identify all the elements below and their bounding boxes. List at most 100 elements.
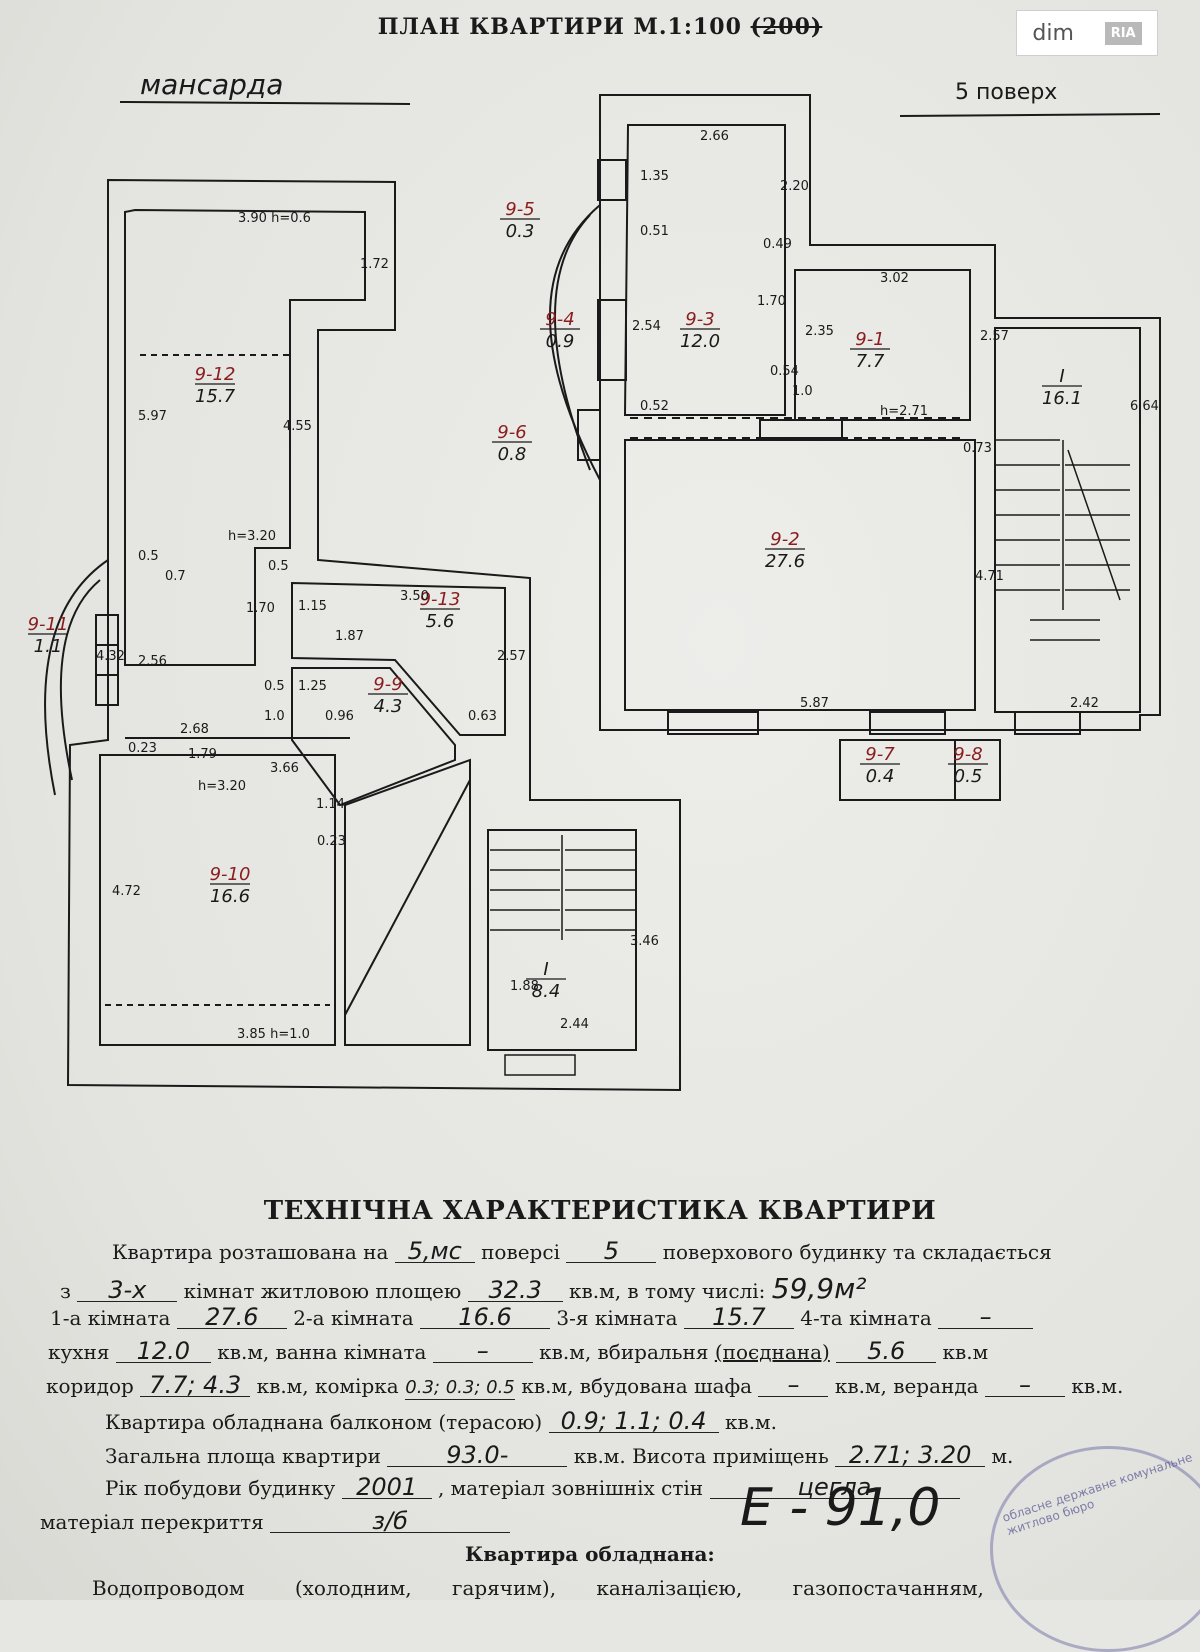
dimension-25: 0.7 (165, 569, 186, 584)
living-area-note: 59,9м² (771, 1272, 867, 1305)
room-id-14: I (543, 959, 548, 980)
dimension-50: 2.56 (138, 654, 167, 669)
dimria-logo[interactable]: dim RIA (1016, 10, 1158, 56)
dimension-46: 1.88 (510, 979, 539, 994)
wall-material-value: цегла (709, 1475, 960, 1499)
handwritten-signature: Е - 91,0 (740, 1478, 941, 1538)
room-area-3: 0.9 (546, 331, 575, 352)
dimension-20: 1.72 (360, 257, 389, 272)
dimension-21: 5.97 (138, 409, 167, 424)
tech-line-2: з 3-х кімнат житловою площею 32.3 кв.м, … (60, 1272, 867, 1305)
dimension-33: 0.5 (264, 679, 285, 694)
dimension-9: 2.35 (805, 324, 834, 339)
dimension-15: 6.64 (1130, 399, 1159, 414)
room-area-5: 0.8 (498, 444, 527, 465)
dimension-5: 3.02 (880, 271, 909, 286)
dimension-35: 0.96 (325, 709, 354, 724)
room-id-8: 9-9 (373, 674, 402, 695)
dimension-0: 2.66 (700, 129, 729, 144)
tech-line-4: кухня 12.0 кв.м, ванна кімната – кв.м, в… (48, 1337, 989, 1365)
dimension-42: 1.14 (316, 797, 345, 812)
kitchen-value: 12.0 (115, 1339, 211, 1363)
room-4-value: – (938, 1305, 1034, 1329)
room-id-6: 9-7 (865, 744, 895, 765)
dimension-37: 2.68 (180, 722, 209, 737)
dimension-38: 0.23 (128, 741, 157, 756)
tech-line-7: Загальна площа квартири 93.0- кв.м. Висо… (105, 1441, 1014, 1469)
dimension-31: 2.57 (497, 649, 526, 664)
plan-title-text: ПЛАН КВАРТИРИ М.1:100 (377, 14, 742, 40)
room-3-value: 15.7 (683, 1305, 794, 1329)
room-area-9: 16.6 (210, 886, 250, 907)
floor-value: 5,мс (394, 1239, 475, 1263)
room-id-9: 9-10 (210, 864, 251, 885)
dimension-16: 4.71 (975, 569, 1004, 584)
room-1-value: 27.6 (176, 1305, 287, 1329)
living-area-value: 32.3 (467, 1278, 563, 1302)
room-area-4: 0.3 (506, 221, 535, 242)
dimension-47: 3.46 (630, 934, 659, 949)
dimension-18: 2.42 (1070, 696, 1099, 711)
dimension-13: 1.0 (792, 384, 813, 399)
logo-ria-text: RIA (1104, 21, 1142, 45)
room-area-0: 7.7 (856, 351, 885, 372)
dimension-23: h=3.20 (228, 529, 276, 544)
room-area-2: 12.0 (680, 331, 720, 352)
dimension-32: 1.25 (298, 679, 327, 694)
dimension-41: h=3.20 (198, 779, 246, 794)
dimension-19: 3.90 h=0.6 (238, 211, 311, 226)
room-area-14: 8.4 (532, 981, 561, 1002)
room-id-1: 9-2 (770, 529, 799, 550)
bathroom-value: – (432, 1339, 533, 1363)
floor-label-attic: мансарда (140, 68, 284, 101)
room-area-1: 27.6 (765, 551, 805, 572)
veranda-value: – (984, 1373, 1065, 1397)
room-id-0: 9-1 (855, 329, 884, 350)
dimension-11: 0.52 (640, 399, 669, 414)
room-area-13: 16.1 (1042, 388, 1082, 409)
tech-line-8: Рік побудови будинку 2001 , матеріал зов… (0, 1475, 1200, 1500)
room-id-7: 9-8 (953, 744, 982, 765)
dimension-22: 4.55 (283, 419, 312, 434)
dimension-28: 3.50 (400, 589, 429, 604)
build-year-value: 2001 (341, 1475, 432, 1499)
room-area-7: 0.5 (954, 766, 983, 787)
dimension-17: 5.87 (800, 696, 829, 711)
room-area-8: 4.3 (374, 696, 403, 717)
room-id-4: 9-5 (505, 199, 534, 220)
dimension-6: 2.57 (980, 329, 1009, 344)
rooms-count-value: 3-х (77, 1278, 178, 1302)
room-id-3: 9-4 (545, 309, 574, 330)
dimension-27: 0.5 (268, 559, 289, 574)
dimension-14: 0.73 (963, 441, 992, 456)
room-id-5: 9-6 (497, 422, 526, 443)
room-2-value: 16.6 (420, 1305, 551, 1329)
dimension-24: 0.5 (138, 549, 159, 564)
dimension-36: 0.63 (468, 709, 497, 724)
floors-count-value: 5 (566, 1239, 657, 1263)
wardrobe-value: – (758, 1373, 829, 1397)
dimension-1: 1.35 (640, 169, 669, 184)
room-area-11: 15.7 (195, 386, 236, 407)
room-id-13: I (1059, 366, 1064, 387)
dimension-3: 0.51 (640, 224, 669, 239)
wc-value: 5.6 (836, 1339, 937, 1363)
balcony-value: 0.9; 1.1; 0.4 (548, 1409, 719, 1433)
dimension-2: 2.20 (780, 179, 809, 194)
room-id-10: 9-11 (28, 614, 69, 635)
tech-line-6: Квартира обладнана балконом (терасою) 0.… (105, 1407, 777, 1435)
tech-line-3: 1-а кімната 27.6 2-а кімната 16.6 3-я кі… (0, 1305, 1200, 1330)
dimension-44: 4.72 (112, 884, 141, 899)
tech-line-5: коридор 7.7; 4.3 кв.м, комірка 0.3; 0.3;… (46, 1371, 1124, 1400)
dimension-49: 4.32 (96, 649, 125, 664)
dimension-30: 1.87 (335, 629, 364, 644)
floor-plan: 9-17.79-227.69-312.09-40.99-50.39-60.89-… (28, 94, 1161, 1092)
plan-title: ПЛАН КВАРТИРИ М.1:100 (200) (0, 14, 1200, 40)
dimension-43: 0.23 (317, 834, 346, 849)
total-area-value: 93.0- (387, 1443, 568, 1467)
floor-material-value: з/б (270, 1509, 511, 1533)
room-area-12: 5.6 (426, 611, 455, 632)
room-id-11: 9-12 (195, 364, 236, 385)
dimension-39: 1.79 (188, 747, 217, 762)
